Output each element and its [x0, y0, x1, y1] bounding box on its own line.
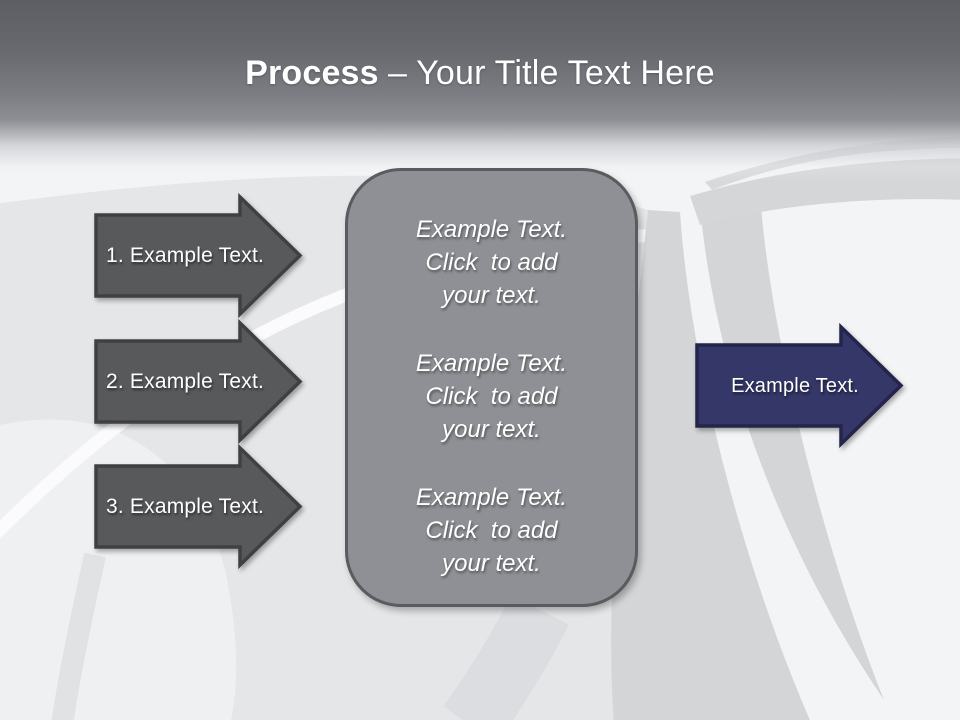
- text-block-2: Example Text. Click to add your text.: [348, 347, 635, 446]
- background-ribbon-2: [700, 195, 884, 700]
- arrow-shape: [94, 443, 303, 570]
- process-step-label-1: 1. Example Text.: [105, 244, 265, 267]
- process-step-label-2: 2. Example Text.: [105, 370, 265, 393]
- process-step-arrow-1[interactable]: [93, 192, 303, 319]
- header: Process– Your Title Text Here: [0, 0, 960, 182]
- background-band-below-box: [443, 595, 570, 720]
- text-line: Click to add: [425, 249, 558, 276]
- background-thin-left-band: [51, 552, 106, 720]
- text-line: Click to add: [425, 383, 558, 410]
- result-arrow-label: Example Text.: [731, 375, 859, 397]
- arrow-shape: [94, 318, 303, 445]
- text-line: your text.: [442, 416, 541, 443]
- center-text-box[interactable]: Example Text. Click to add your text. Ex…: [345, 168, 638, 607]
- text-block-3: Example Text. Click to add your text.: [348, 481, 635, 580]
- process-step-label-3: 3. Example Text.: [105, 495, 265, 518]
- text-line: your text.: [442, 282, 541, 309]
- text-line: Click to add: [425, 517, 558, 544]
- title-emphasis: Process: [245, 54, 379, 92]
- page-title: Process– Your Title Text Here: [0, 52, 960, 94]
- arrow-shape: [94, 192, 303, 319]
- text-line: Example Text.: [415, 484, 568, 511]
- text-line: Example Text.: [415, 216, 568, 243]
- result-arrow[interactable]: [694, 322, 904, 449]
- process-step-arrow-3[interactable]: [93, 443, 303, 570]
- process-step-arrow-2[interactable]: [93, 318, 303, 445]
- arrow-shape: [695, 322, 904, 449]
- text-line: your text.: [442, 550, 541, 577]
- text-block-1: Example Text. Click to add your text.: [348, 213, 635, 312]
- text-line: Example Text.: [415, 350, 568, 377]
- background-ribbon-1: [611, 210, 810, 720]
- title-rest: – Your Title Text Here: [387, 54, 715, 92]
